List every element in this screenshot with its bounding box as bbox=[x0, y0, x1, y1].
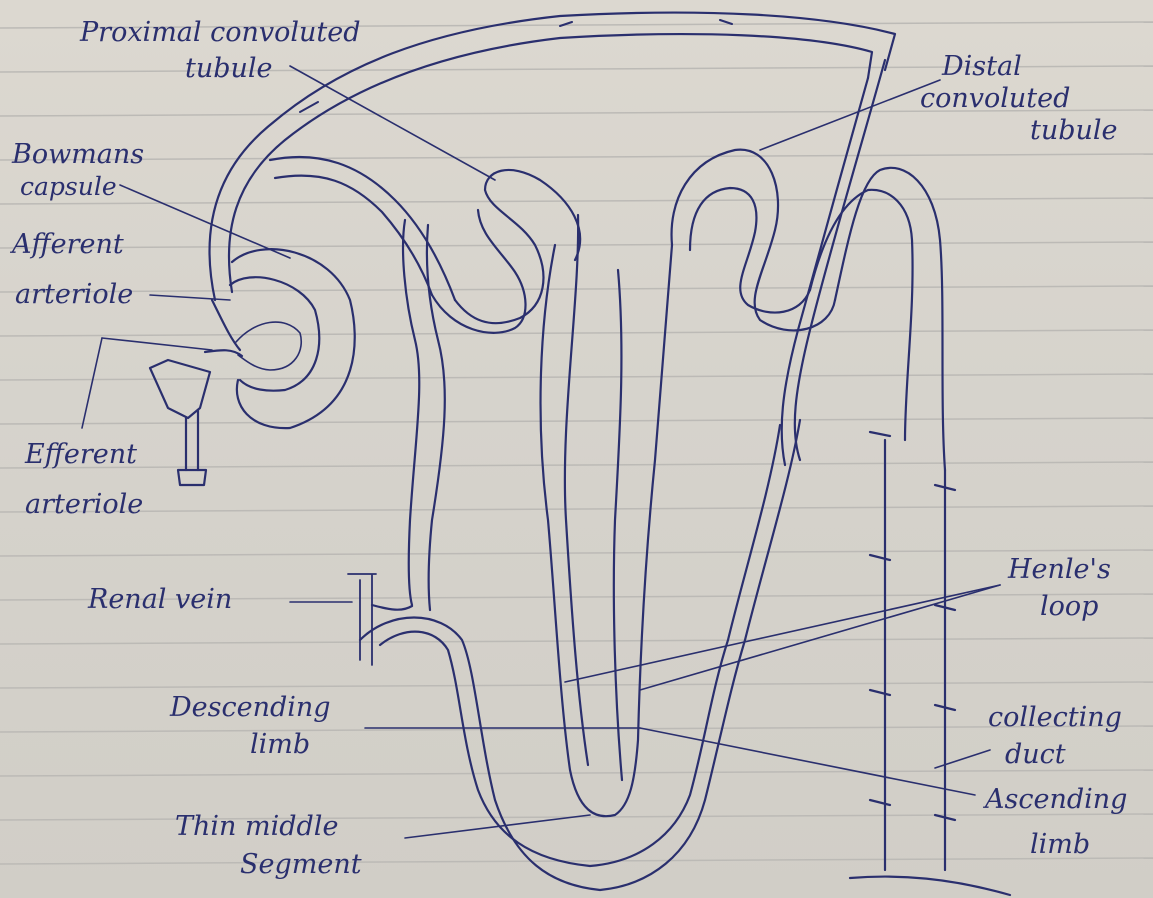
arterioles bbox=[150, 300, 242, 485]
collecting-duct bbox=[850, 432, 1010, 895]
label-capsule: capsule bbox=[20, 172, 117, 202]
proximal-tubule bbox=[270, 157, 580, 610]
label-descending: Descending bbox=[170, 693, 331, 723]
label-collecting: collecting bbox=[988, 703, 1122, 733]
label-proximal-convoluted: Proximal convoluted bbox=[80, 18, 361, 48]
label-thin-middle: Thin middle bbox=[175, 812, 338, 842]
label-efferent-arteriole: arteriole bbox=[25, 490, 143, 520]
label-proximal-tubule: tubule bbox=[185, 54, 273, 84]
distal-tubule bbox=[672, 60, 945, 470]
label-renal-vein: Renal vein bbox=[88, 585, 232, 615]
label-duct: duct bbox=[1005, 740, 1066, 770]
label-segment: Segment bbox=[240, 850, 362, 880]
label-loop: loop bbox=[1040, 592, 1098, 622]
label-distal-convoluted: convoluted bbox=[920, 84, 1070, 114]
bowmans-capsule bbox=[230, 249, 355, 428]
label-descending-limb: limb bbox=[250, 730, 310, 760]
label-distal-tubule: tubule bbox=[1030, 116, 1118, 146]
label-bowmans: Bowmans bbox=[12, 140, 144, 170]
label-henles: Henle's bbox=[1008, 555, 1111, 585]
label-ascending: Ascending bbox=[985, 785, 1127, 815]
ruled-lines bbox=[0, 22, 1153, 864]
label-distal: Distal bbox=[942, 52, 1022, 82]
label-afferent: Afferent bbox=[12, 230, 124, 260]
label-afferent-arteriole: arteriole bbox=[15, 280, 133, 310]
label-ascending-limb: limb bbox=[1030, 830, 1090, 860]
label-efferent: Efferent bbox=[25, 440, 137, 470]
